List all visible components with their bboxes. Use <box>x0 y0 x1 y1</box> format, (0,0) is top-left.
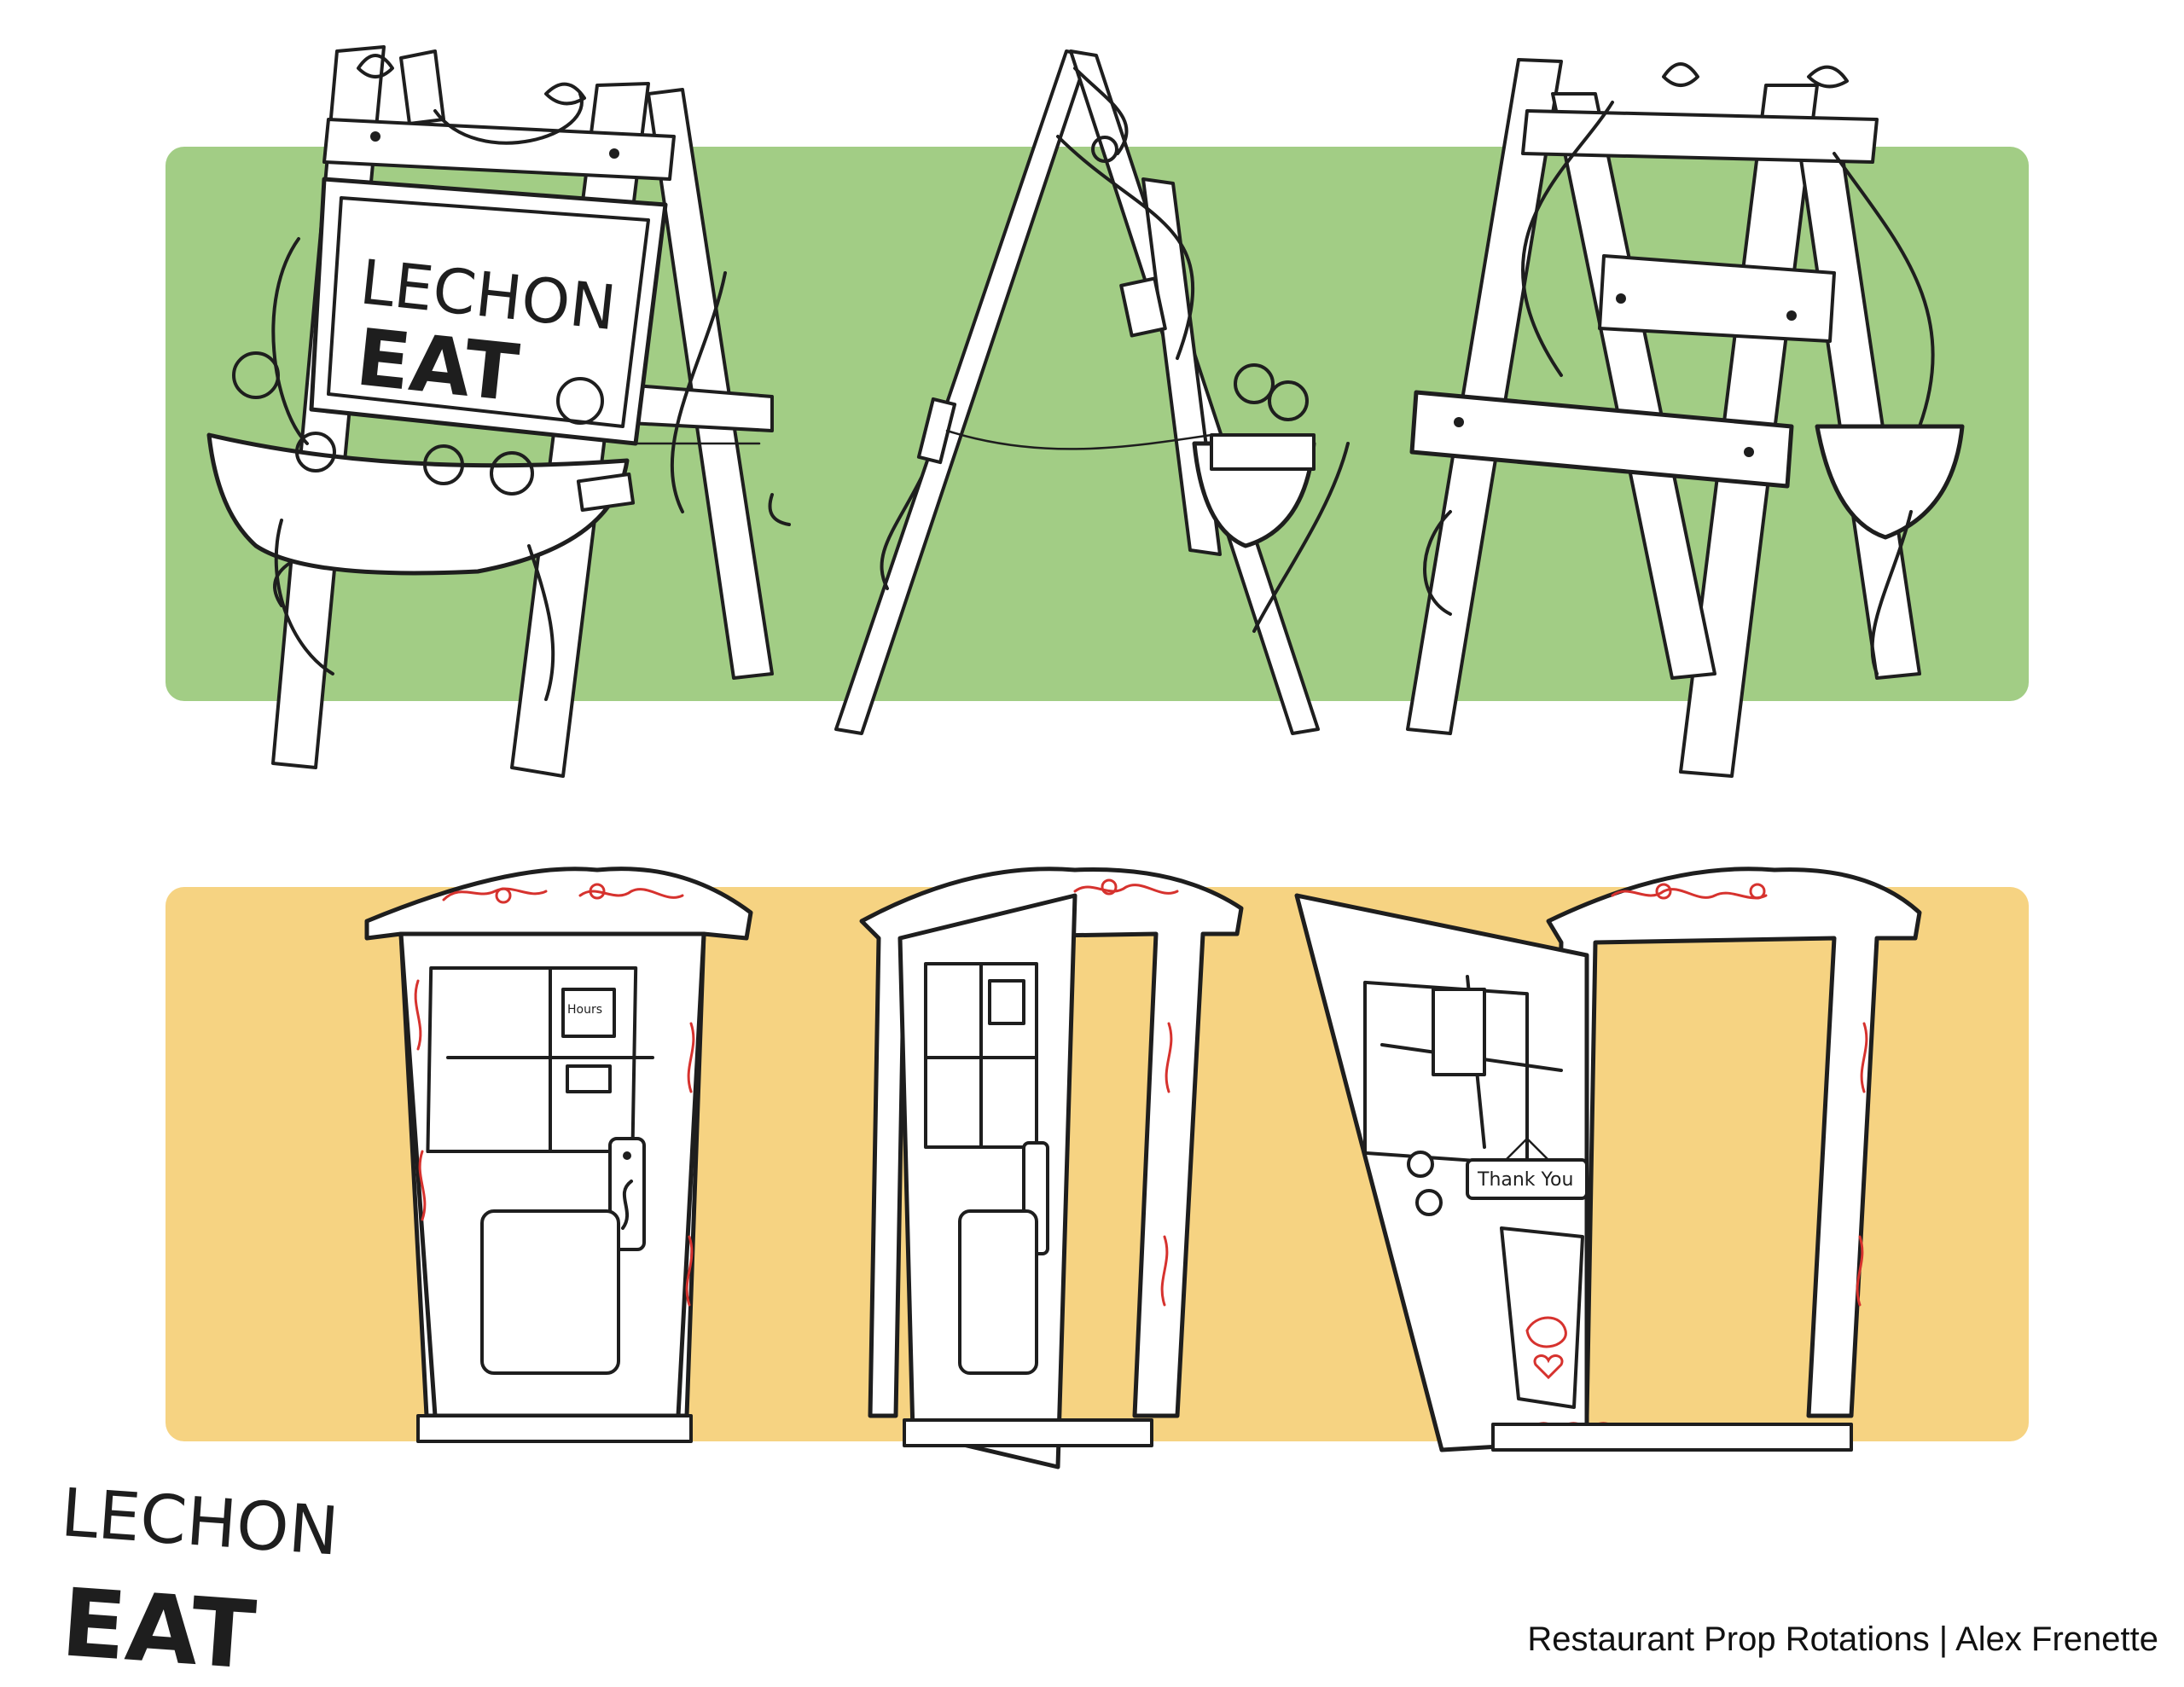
door-front: Hours <box>364 867 753 1443</box>
sheet-caption: Restaurant Prop Rotations | Alex Frenett… <box>1527 1620 2158 1658</box>
sign-line2: EAT <box>352 311 523 419</box>
door-open: Thank You <box>1294 867 1922 1452</box>
hours-note-label: Hours <box>567 1003 602 1017</box>
easel-front: LECHON EAT <box>206 45 791 778</box>
lechon-eat-logo: LECHON EAT <box>58 1475 341 1687</box>
thank-you-plaque: Thank You <box>1477 1169 1573 1191</box>
door-three-quarter <box>859 867 1244 1470</box>
logo-line1: LECHON <box>59 1475 341 1570</box>
easel-back <box>1406 58 1965 778</box>
logo-line2: EAT <box>58 1568 258 1687</box>
easel-side <box>834 49 1350 735</box>
